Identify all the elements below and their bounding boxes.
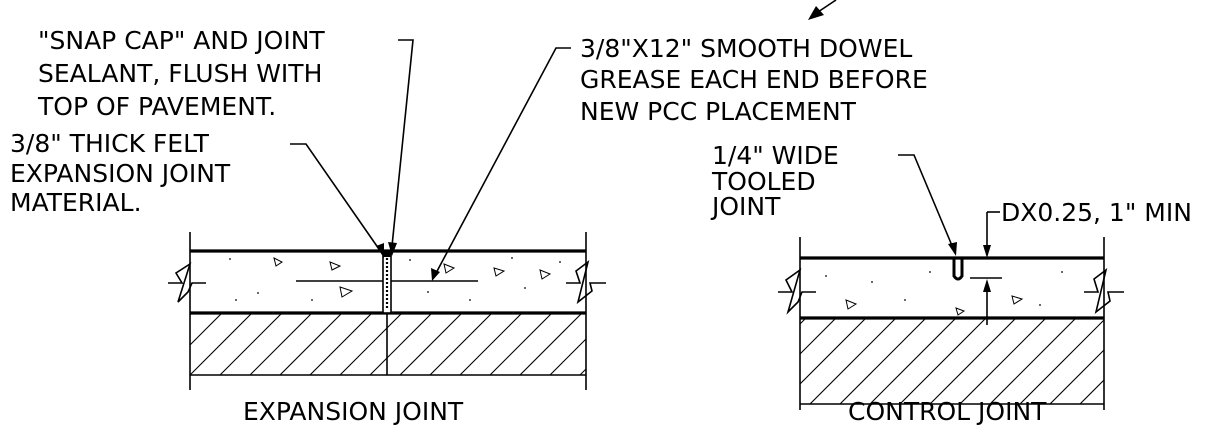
dowel-leader — [434, 47, 571, 276]
felt-label: 3/8" THICK FELT EXPANSION JOINT MATERIAL… — [10, 129, 238, 217]
concrete-aggregate — [825, 271, 1063, 316]
expansion-joint-title: EXPANSION JOINT — [243, 397, 464, 426]
snap-cap-leader — [391, 39, 414, 247]
control-joint-section: 1/4" WIDE TOOLED JOINT DX0.25, 1" MIN CO… — [710, 141, 1192, 426]
depth-label: DX0.25, 1" MIN — [1001, 198, 1192, 227]
break-symbol-left — [778, 268, 816, 315]
break-symbol-right — [566, 260, 606, 305]
subbase-hatch — [800, 318, 1104, 404]
snap-cap — [383, 251, 391, 257]
control-joint-title: CONTROL JOINT — [848, 397, 1047, 426]
break-symbol-right — [1084, 268, 1124, 315]
felt-leader — [290, 143, 382, 253]
expansion-joint-section: "SNAP CAP" AND JOINT SEALANT, FLUSH WITH… — [10, 26, 936, 426]
tooled-joint-groove — [952, 258, 964, 281]
snap-cap-label: "SNAP CAP" AND JOINT SEALANT, FLUSH WITH… — [37, 26, 333, 121]
tooled-joint-leader — [898, 154, 954, 249]
concrete-aggregate — [229, 257, 561, 301]
dowel-label: 3/8"X12" SMOOTH DOWEL GREASE EACH END BE… — [580, 34, 936, 126]
tooled-joint-label: 1/4" WIDE TOOLED JOINT — [710, 141, 847, 221]
offscreen-leader-arrow — [808, 0, 837, 20]
subbase-hatch — [190, 313, 586, 375]
break-symbol-left — [168, 262, 206, 303]
